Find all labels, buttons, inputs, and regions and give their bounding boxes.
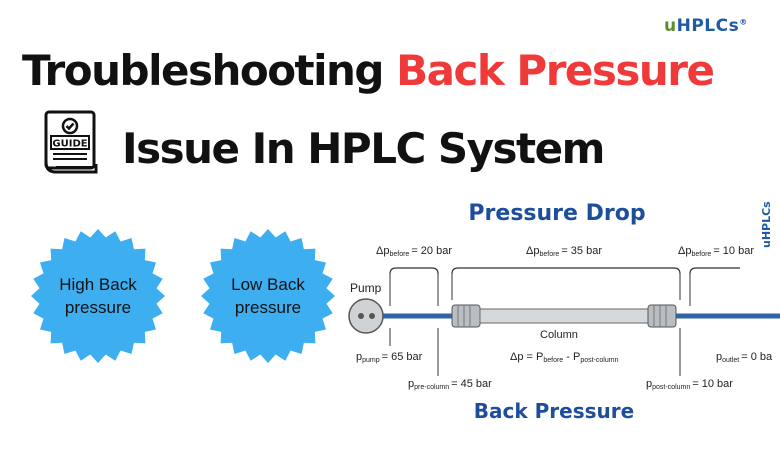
- low-back-pressure-label: Low Back pressure: [200, 228, 336, 364]
- burst2-line1: Low Back: [231, 275, 305, 294]
- p-post-column-label: ppost-column= 10 bar: [646, 378, 733, 391]
- diagram-footer: Back Pressure: [474, 399, 634, 423]
- title-part2: Back Pressure: [396, 46, 715, 95]
- column-outlet-fitting: [647, 304, 677, 328]
- diagram-heading: Pressure Drop: [468, 201, 645, 226]
- diagram-side-logo: uHPLCs: [760, 201, 773, 248]
- p-outlet-label: poutlet= 0 ba: [716, 351, 773, 364]
- bracket-dp-column: [451, 267, 681, 275]
- logo-registered: ®: [739, 17, 748, 27]
- page-title-line1: Troubleshooting Back Pressure: [22, 50, 715, 92]
- logo-brand: HPLCs: [676, 16, 740, 36]
- brand-logo: uHPLCs®: [664, 16, 748, 36]
- column-body: [479, 308, 649, 324]
- pump-dot-2: [369, 313, 375, 319]
- burst1-line1: High Back: [59, 275, 137, 294]
- low-back-pressure-badge: Low Back pressure: [200, 228, 336, 364]
- bracket-dp-after: [689, 267, 740, 275]
- burst-shape-1: [31, 229, 165, 363]
- pressure-drop-diagram: Pressure Drop uHPLCs Δpbefore= 20 bar Δp…: [348, 201, 780, 423]
- high-back-pressure-label: High Back pressure: [30, 228, 166, 364]
- pump-icon: [348, 298, 384, 334]
- bracket-dp-before: [389, 267, 439, 275]
- p-pump-label: ppump= 65 bar: [356, 351, 423, 364]
- page-title-line2: Issue In HPLC System: [122, 124, 605, 173]
- dp-column-label: Δpbefore= 35 bar: [526, 245, 602, 258]
- pump-label: Pump: [350, 281, 382, 295]
- dp-after-label: Δpbefore= 10 bar: [678, 245, 754, 258]
- p-pre-column-label: ppre-column= 45 bar: [408, 378, 492, 391]
- high-back-pressure-badge: High Back pressure: [30, 228, 166, 364]
- dp-before-label: Δpbefore= 20 bar: [376, 245, 452, 258]
- logo-u: u: [664, 16, 677, 36]
- guide-icon-label: GUIDE: [52, 139, 87, 150]
- burst1-line2: pressure: [64, 298, 132, 317]
- burst2-line2: pressure: [234, 298, 302, 317]
- formula-label: Δp = Pbefore - Ppost-column: [510, 351, 619, 364]
- pump-dot-1: [358, 313, 364, 319]
- burst-shape-2: [201, 229, 335, 363]
- guide-book-icon: GUIDE: [44, 110, 98, 174]
- column-inlet-fitting: [451, 304, 481, 328]
- title-part1: Troubleshooting: [22, 46, 385, 95]
- column-label: Column: [540, 329, 578, 341]
